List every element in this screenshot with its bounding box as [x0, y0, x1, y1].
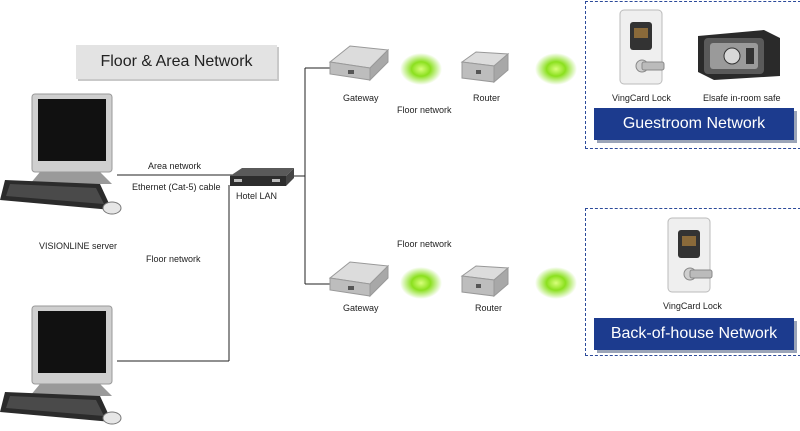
server-label: VISIONLINE server: [39, 241, 118, 251]
router-bottom-label: Router: [475, 303, 503, 313]
area-network-label: Area network: [148, 161, 202, 171]
elsafe-label: Elsafe in-room safe: [703, 93, 781, 103]
gateway-icon: [328, 45, 390, 82]
back-of-house-network-zone: [585, 208, 800, 356]
vingcard-lock-boh-label: VingCard Lock: [663, 301, 722, 311]
diagram-title: Floor & Area Network: [76, 45, 277, 79]
vingcard-lock-boh: [660, 216, 720, 296]
computer-icon: [0, 305, 122, 425]
guestroom-network-zone: [585, 1, 800, 149]
floor-network-label-top: Floor network: [397, 105, 452, 115]
gateway-icon: [328, 261, 390, 298]
router-top-label: Router: [473, 93, 501, 103]
safe-icon: [698, 30, 780, 80]
router-device-bottom: [460, 262, 510, 300]
elsafe-safe: [694, 26, 782, 82]
network-switch-icon: [230, 168, 294, 186]
wireless-signal-icon: [533, 266, 579, 300]
vingcard-lock-guest-label: VingCard Lock: [612, 93, 671, 103]
guestroom-network-band: Guestroom Network: [594, 108, 794, 140]
gateway-top-label: Gateway: [343, 93, 379, 103]
hotel-lan-label: Hotel LAN: [236, 191, 278, 201]
router-icon: [460, 51, 510, 84]
router-device-top: [460, 48, 510, 86]
gateway-device-top: [328, 40, 390, 84]
back-of-house-network-band: Back-of-house Network: [594, 318, 794, 350]
vingcard-lock-guest: [612, 8, 672, 88]
door-lock-icon: [667, 217, 713, 293]
computer-icon: [0, 93, 122, 215]
hotel-lan-switch: [228, 166, 296, 188]
gateway-bottom-label: Gateway: [343, 303, 379, 313]
floor-network-label-bottom: Floor network: [397, 239, 452, 249]
wireless-signal-icon: [398, 52, 444, 86]
server-workstation-lower: [0, 300, 130, 426]
ethernet-cable-label: Ethernet (Cat-5) cable: [132, 182, 221, 192]
wireless-signal-icon: [398, 266, 444, 300]
wireless-signal-icon: [533, 52, 579, 86]
gateway-device-bottom: [328, 256, 390, 300]
door-lock-icon: [619, 9, 665, 85]
server-workstation-upper: [0, 88, 130, 223]
floor-network-label-left: Floor network: [146, 254, 201, 264]
router-icon: [460, 265, 510, 298]
